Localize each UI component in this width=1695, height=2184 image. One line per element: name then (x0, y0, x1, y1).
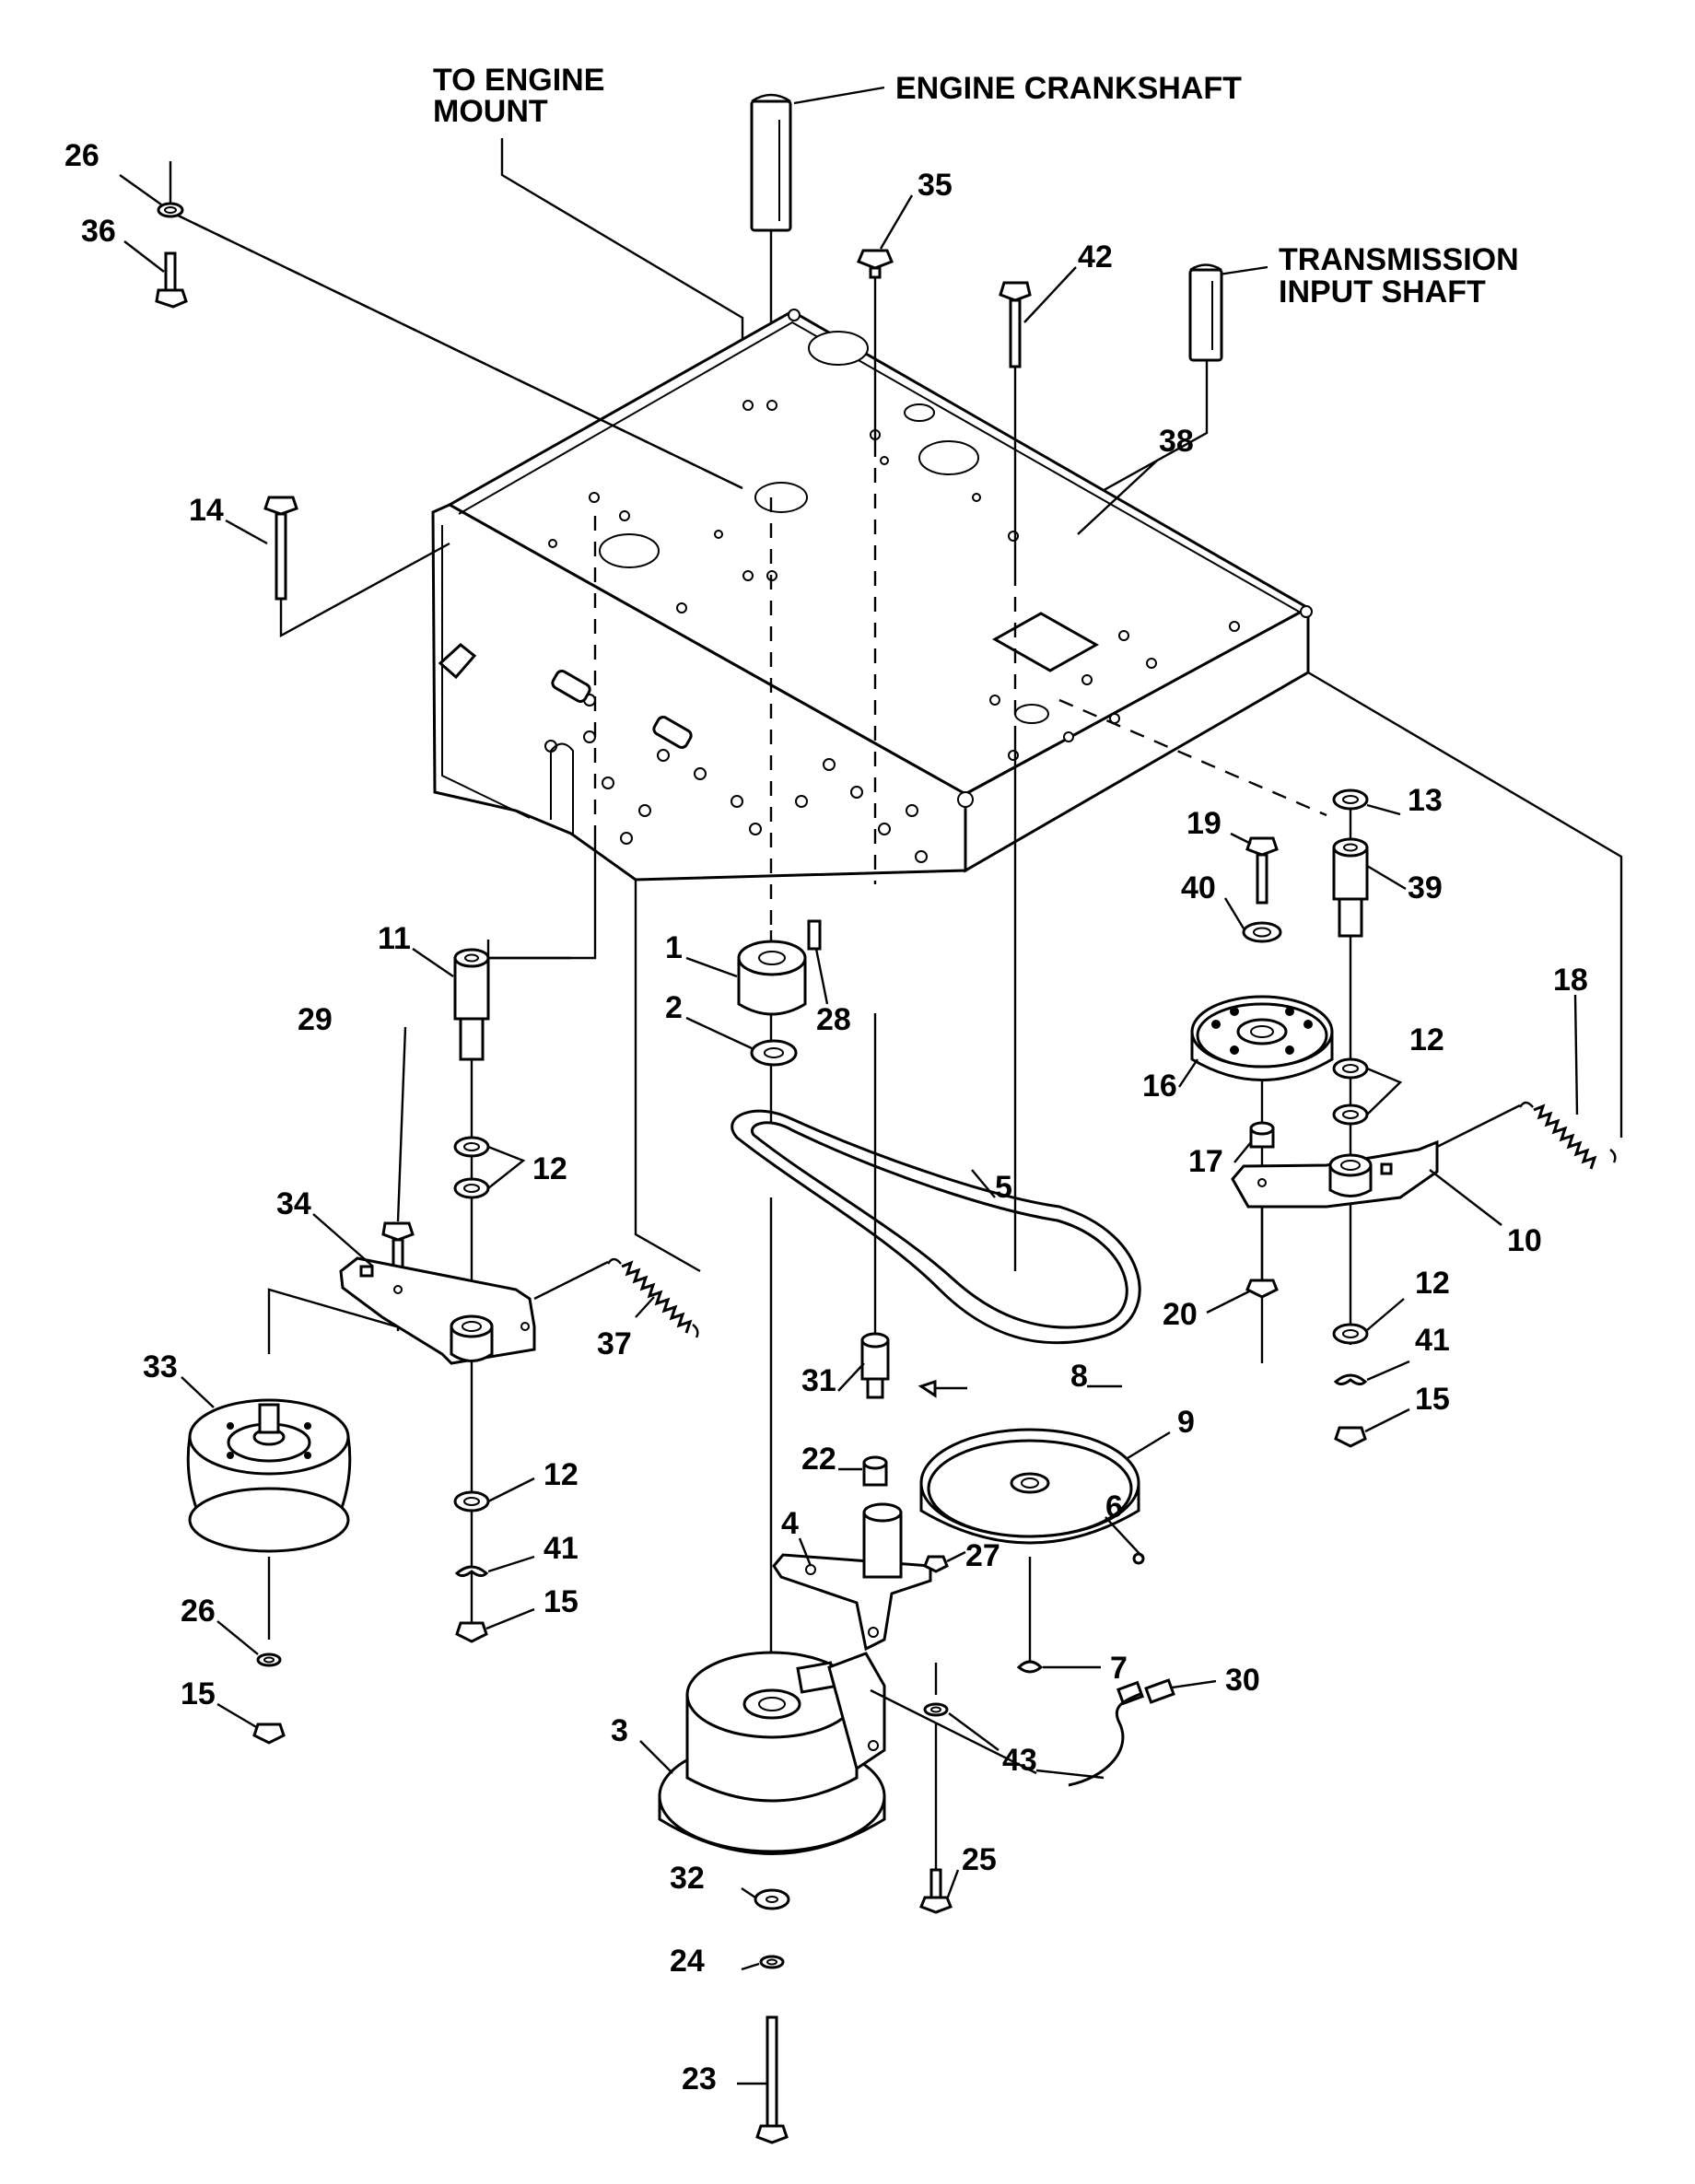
bolt-35 (857, 249, 894, 279)
hub-1 (737, 940, 807, 1016)
callout-34: 34 (276, 1186, 311, 1221)
spacer-11 (453, 948, 490, 1061)
callout-4: 4 (781, 1506, 799, 1541)
pulley-6 (919, 1428, 1140, 1545)
callout-24: 24 (670, 1944, 705, 1979)
mower-deck-plate (431, 309, 1313, 882)
callout-19: 19 (1186, 806, 1222, 841)
spacer-39 (1332, 837, 1369, 938)
nut-15-right (1334, 1426, 1367, 1448)
callout-41-right: 41 (1415, 1323, 1450, 1358)
callout-12-left-top: 12 (532, 1151, 567, 1186)
spring-37 (606, 1257, 699, 1338)
callout-22: 22 (801, 1442, 836, 1477)
callout-3: 3 (611, 1713, 628, 1748)
callout-2: 2 (665, 990, 683, 1025)
bolt-23 (755, 2015, 789, 2144)
bolt-42 (999, 281, 1032, 368)
callout-43: 43 (1002, 1743, 1037, 1778)
callout-14: 14 (189, 493, 224, 528)
callout-25: 25 (962, 1842, 997, 1877)
caption-engine-mount-line2: MOUNT (433, 94, 548, 129)
callout-5: 5 (995, 1170, 1012, 1205)
callout-29: 29 (298, 1002, 333, 1037)
callout-12-right-bottom: 12 (1415, 1266, 1450, 1301)
nut-27 (923, 1555, 949, 1573)
caption-transmission-line2: INPUT SHAFT (1279, 274, 1486, 309)
harness-30 (1068, 1678, 1175, 1787)
callout-15-bottom: 15 (181, 1676, 216, 1711)
bolt-19 (1245, 836, 1279, 905)
bolt-14 (263, 496, 298, 601)
caption-engine-crankshaft: ENGINE CRANKSHAFT (895, 71, 1242, 106)
nut-15-left (455, 1621, 488, 1643)
callout-27: 27 (965, 1538, 1000, 1573)
callout-40: 40 (1181, 870, 1216, 905)
bracket-4 (772, 1502, 932, 1652)
callout-37: 37 (597, 1326, 632, 1361)
callout-6: 6 (1105, 1489, 1123, 1524)
bushing-22 (862, 1455, 888, 1487)
callout-30: 30 (1225, 1663, 1260, 1698)
idler-arm-34 (339, 1256, 536, 1365)
key-8 (918, 1379, 937, 1398)
callout-15-right: 15 (1415, 1382, 1450, 1417)
callout-9: 9 (1177, 1405, 1195, 1440)
idler-arm-10 (1231, 1139, 1439, 1209)
callout-12-right-top: 12 (1409, 1022, 1444, 1057)
leader-engine-mount (500, 138, 744, 396)
callout-26-bottom: 26 (181, 1594, 216, 1629)
leader-14 (279, 542, 450, 638)
callout-10: 10 (1507, 1223, 1542, 1258)
idler-pulley-33 (186, 1398, 352, 1553)
transmission-shaft-icon (1188, 263, 1223, 362)
callout-35: 35 (918, 168, 953, 203)
callout-41-left: 41 (544, 1531, 579, 1566)
callout-26-top: 26 (64, 138, 99, 173)
callout-13: 13 (1408, 783, 1443, 818)
callout-17: 17 (1188, 1144, 1223, 1179)
callout-12-left-bottom: 12 (544, 1457, 579, 1492)
bolt-25 (919, 1868, 953, 1914)
bushing-17 (1249, 1121, 1275, 1149)
leader-crankshaft (793, 86, 885, 105)
callout-16: 16 (1142, 1069, 1177, 1104)
caption-transmission-line1: TRANSMISSION (1279, 242, 1519, 277)
callout-28: 28 (816, 1002, 851, 1037)
callout-38: 38 (1159, 424, 1194, 459)
spacer-31 (860, 1332, 890, 1399)
callout-20: 20 (1163, 1297, 1198, 1332)
caption-engine-mount-line1: TO ENGINE (433, 63, 604, 98)
callout-8: 8 (1070, 1359, 1088, 1394)
nut-20 (1245, 1279, 1279, 1299)
clip-7 (1016, 1660, 1044, 1674)
callout-15-left: 15 (544, 1584, 579, 1619)
callout-18: 18 (1553, 963, 1588, 998)
belt-5 (731, 1109, 1141, 1345)
explode-26-deck (170, 210, 743, 490)
callout-7: 7 (1110, 1651, 1128, 1686)
callout-11: 11 (378, 921, 411, 956)
key-28 (807, 919, 822, 951)
callout-36: 36 (81, 214, 116, 249)
eclip-41-left (454, 1565, 489, 1578)
callout-32: 32 (670, 1861, 705, 1896)
idler-pulley-16 (1190, 995, 1334, 1081)
spring-18 (1518, 1101, 1617, 1170)
callout-1: 1 (665, 930, 683, 965)
clutch-3 (658, 1651, 886, 1855)
callout-39: 39 (1408, 870, 1443, 905)
callout-42: 42 (1078, 239, 1113, 274)
callout-33: 33 (143, 1349, 178, 1384)
nut-15-bottom (252, 1723, 286, 1745)
callout-31: 31 (801, 1363, 836, 1398)
eclip-41-right (1333, 1373, 1368, 1386)
bolt-36 (155, 251, 188, 309)
callout-23: 23 (682, 2061, 717, 2096)
